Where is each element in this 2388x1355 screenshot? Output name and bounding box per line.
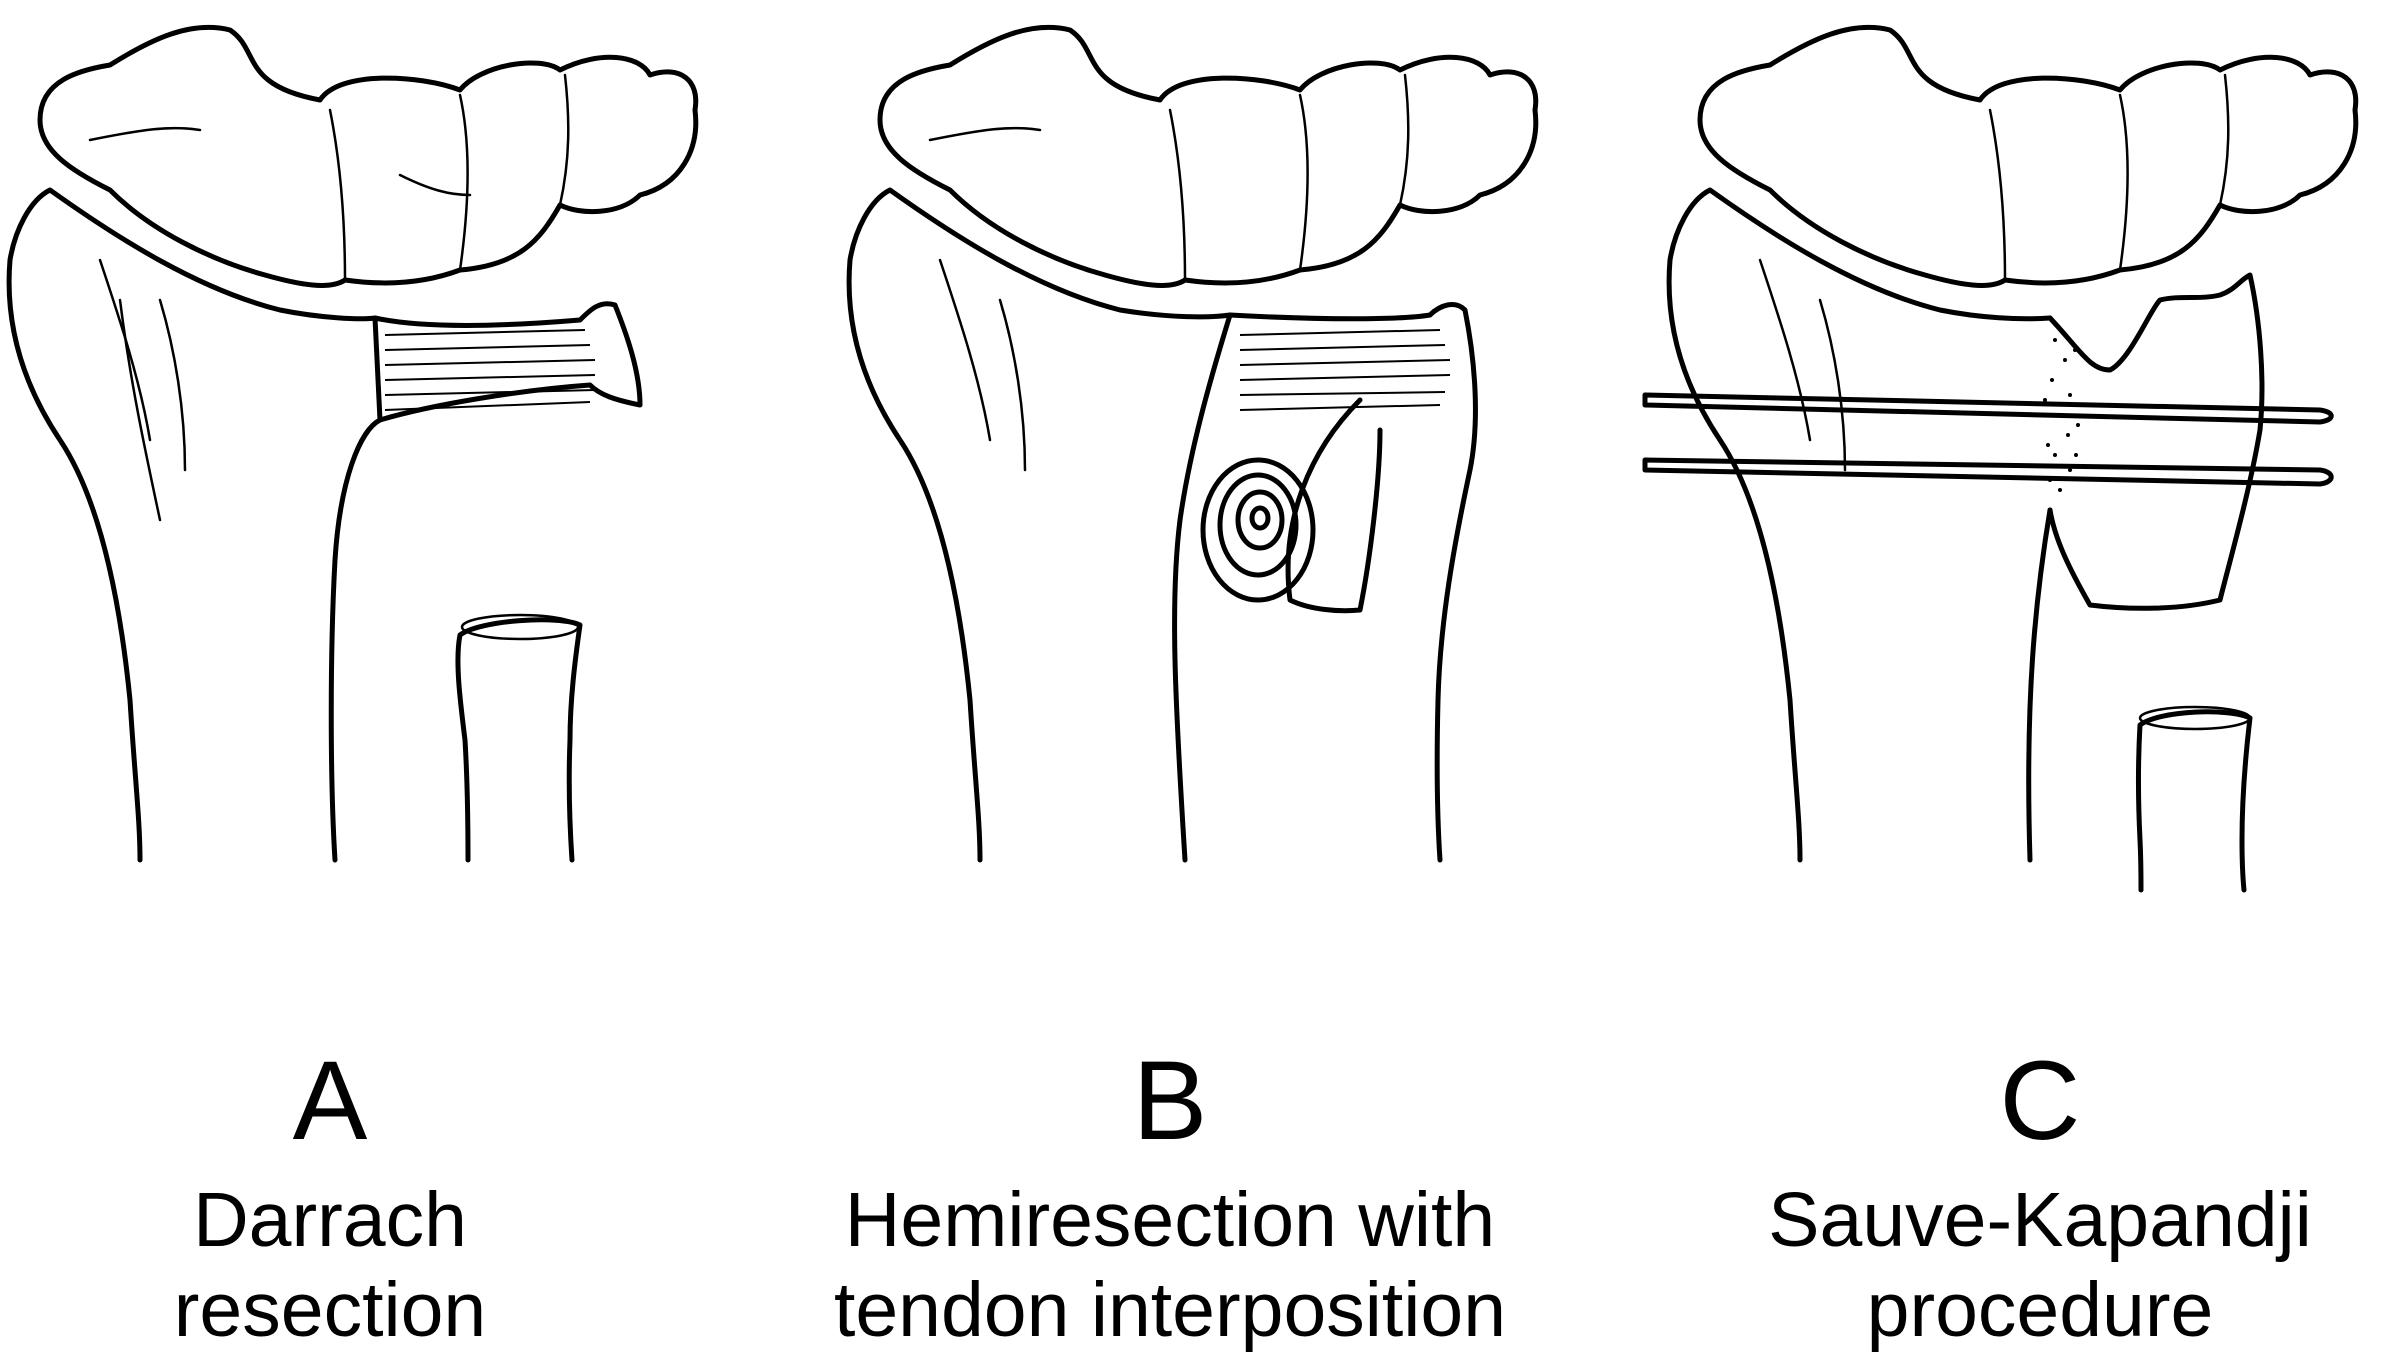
panel-a-carpal-bones: [37, 24, 699, 288]
panel-c-letter: C: [1999, 1038, 2081, 1163]
panel-a-caption-line-2: resection: [173, 1267, 487, 1353]
panel-a-letter: A: [292, 1038, 368, 1163]
panel-b-radius: [846, 187, 1233, 863]
panel-a-caption: A Darrach resection: [100, 1045, 560, 1355]
panel-b-letter: B: [1132, 1038, 1208, 1163]
panel-b-caption-line-2: tendon interposition: [833, 1267, 1507, 1353]
panel-a-ulna-stump: [455, 617, 583, 863]
panel-a-drawing: [6, 24, 699, 863]
panel-c-caption-line-2: procedure: [1866, 1267, 2214, 1353]
panel-c-ulnar-head: [2047, 272, 2265, 611]
panel-a-radius: [6, 187, 383, 863]
panel-b-carpal-bones: [877, 24, 1539, 288]
panel-b-tendon-coil: [1200, 457, 1316, 603]
panel-c-radius: [1666, 187, 2053, 863]
panel-b-ulna: [1172, 302, 1478, 863]
panel-c-ulna-stump: [2136, 709, 2253, 893]
panel-c-caption: C Sauve-Kapandji procedure: [1680, 1045, 2388, 1355]
panel-c-drawing: [1642, 24, 2359, 893]
panel-b-caption: B Hemiresection with tendon interpositio…: [760, 1045, 1580, 1355]
panel-b-drawing: [846, 24, 1539, 863]
panel-c-screws: [1642, 392, 2334, 487]
panel-c-caption-line-1: Sauve-Kapandji: [1768, 1177, 2312, 1263]
panel-b-caption-line-1: Hemiresection with: [844, 1177, 1496, 1263]
panel-c-carpal-bones: [1697, 24, 2359, 288]
panel-a-caption-line-1: Darrach: [193, 1177, 467, 1263]
panel-c-fusion-site: [2043, 338, 2080, 492]
